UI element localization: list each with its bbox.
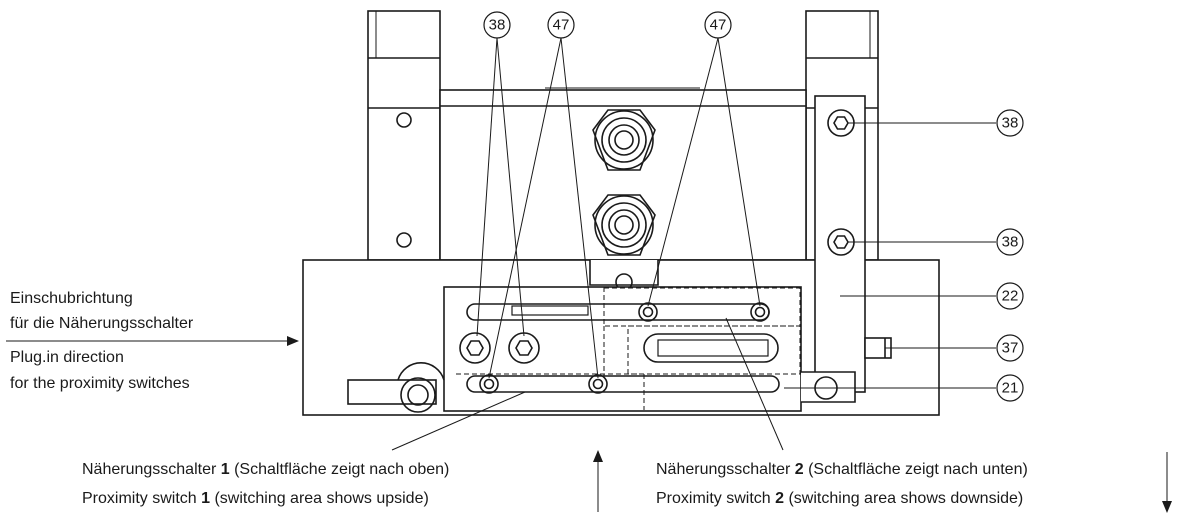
callout-38: 38 bbox=[1002, 115, 1019, 132]
switch1-caption-de: Näherungsschalter 1 (Schaltfläche zeigt … bbox=[82, 461, 449, 478]
fitting-lower bbox=[592, 194, 656, 256]
base-tab bbox=[589, 260, 659, 291]
bolt-head bbox=[396, 232, 412, 248]
callout-38: 38 bbox=[489, 17, 506, 34]
callout-38: 38 bbox=[1002, 234, 1019, 251]
callout-21: 21 bbox=[1002, 380, 1019, 397]
slot-lower bbox=[466, 375, 780, 393]
insertion-direction-de-1: Einschubrichtung bbox=[10, 290, 133, 307]
insertion-direction-de-2: für die Näherungsschalter bbox=[10, 315, 194, 332]
left-upright bbox=[367, 10, 441, 261]
bolt-head bbox=[396, 112, 412, 128]
callout-22: 22 bbox=[1002, 288, 1019, 305]
small-screw bbox=[479, 374, 499, 394]
lever bbox=[347, 362, 445, 413]
insertion-direction-en-1: Plug.in direction bbox=[10, 349, 124, 366]
screw-38-left bbox=[459, 332, 491, 364]
switch2-caption-de: Näherungsschalter 2 (Schaltfläche zeigt … bbox=[656, 461, 1028, 478]
callout-47: 47 bbox=[710, 17, 727, 34]
slot-middle bbox=[643, 333, 779, 363]
small-screw bbox=[638, 302, 658, 322]
fitting-upper bbox=[592, 109, 656, 171]
callout-47: 47 bbox=[553, 17, 570, 34]
slot-upper bbox=[466, 303, 770, 321]
insertion-direction-en-2: for the proximity switches bbox=[10, 375, 190, 392]
lower-bracket bbox=[801, 371, 856, 403]
callout-37: 37 bbox=[1002, 340, 1019, 357]
clamp-bar bbox=[814, 95, 866, 393]
switch1-caption-en: Proximity switch 1 (switching area shows… bbox=[82, 490, 429, 507]
switch2-caption-en: Proximity switch 2 (switching area shows… bbox=[656, 490, 1023, 507]
